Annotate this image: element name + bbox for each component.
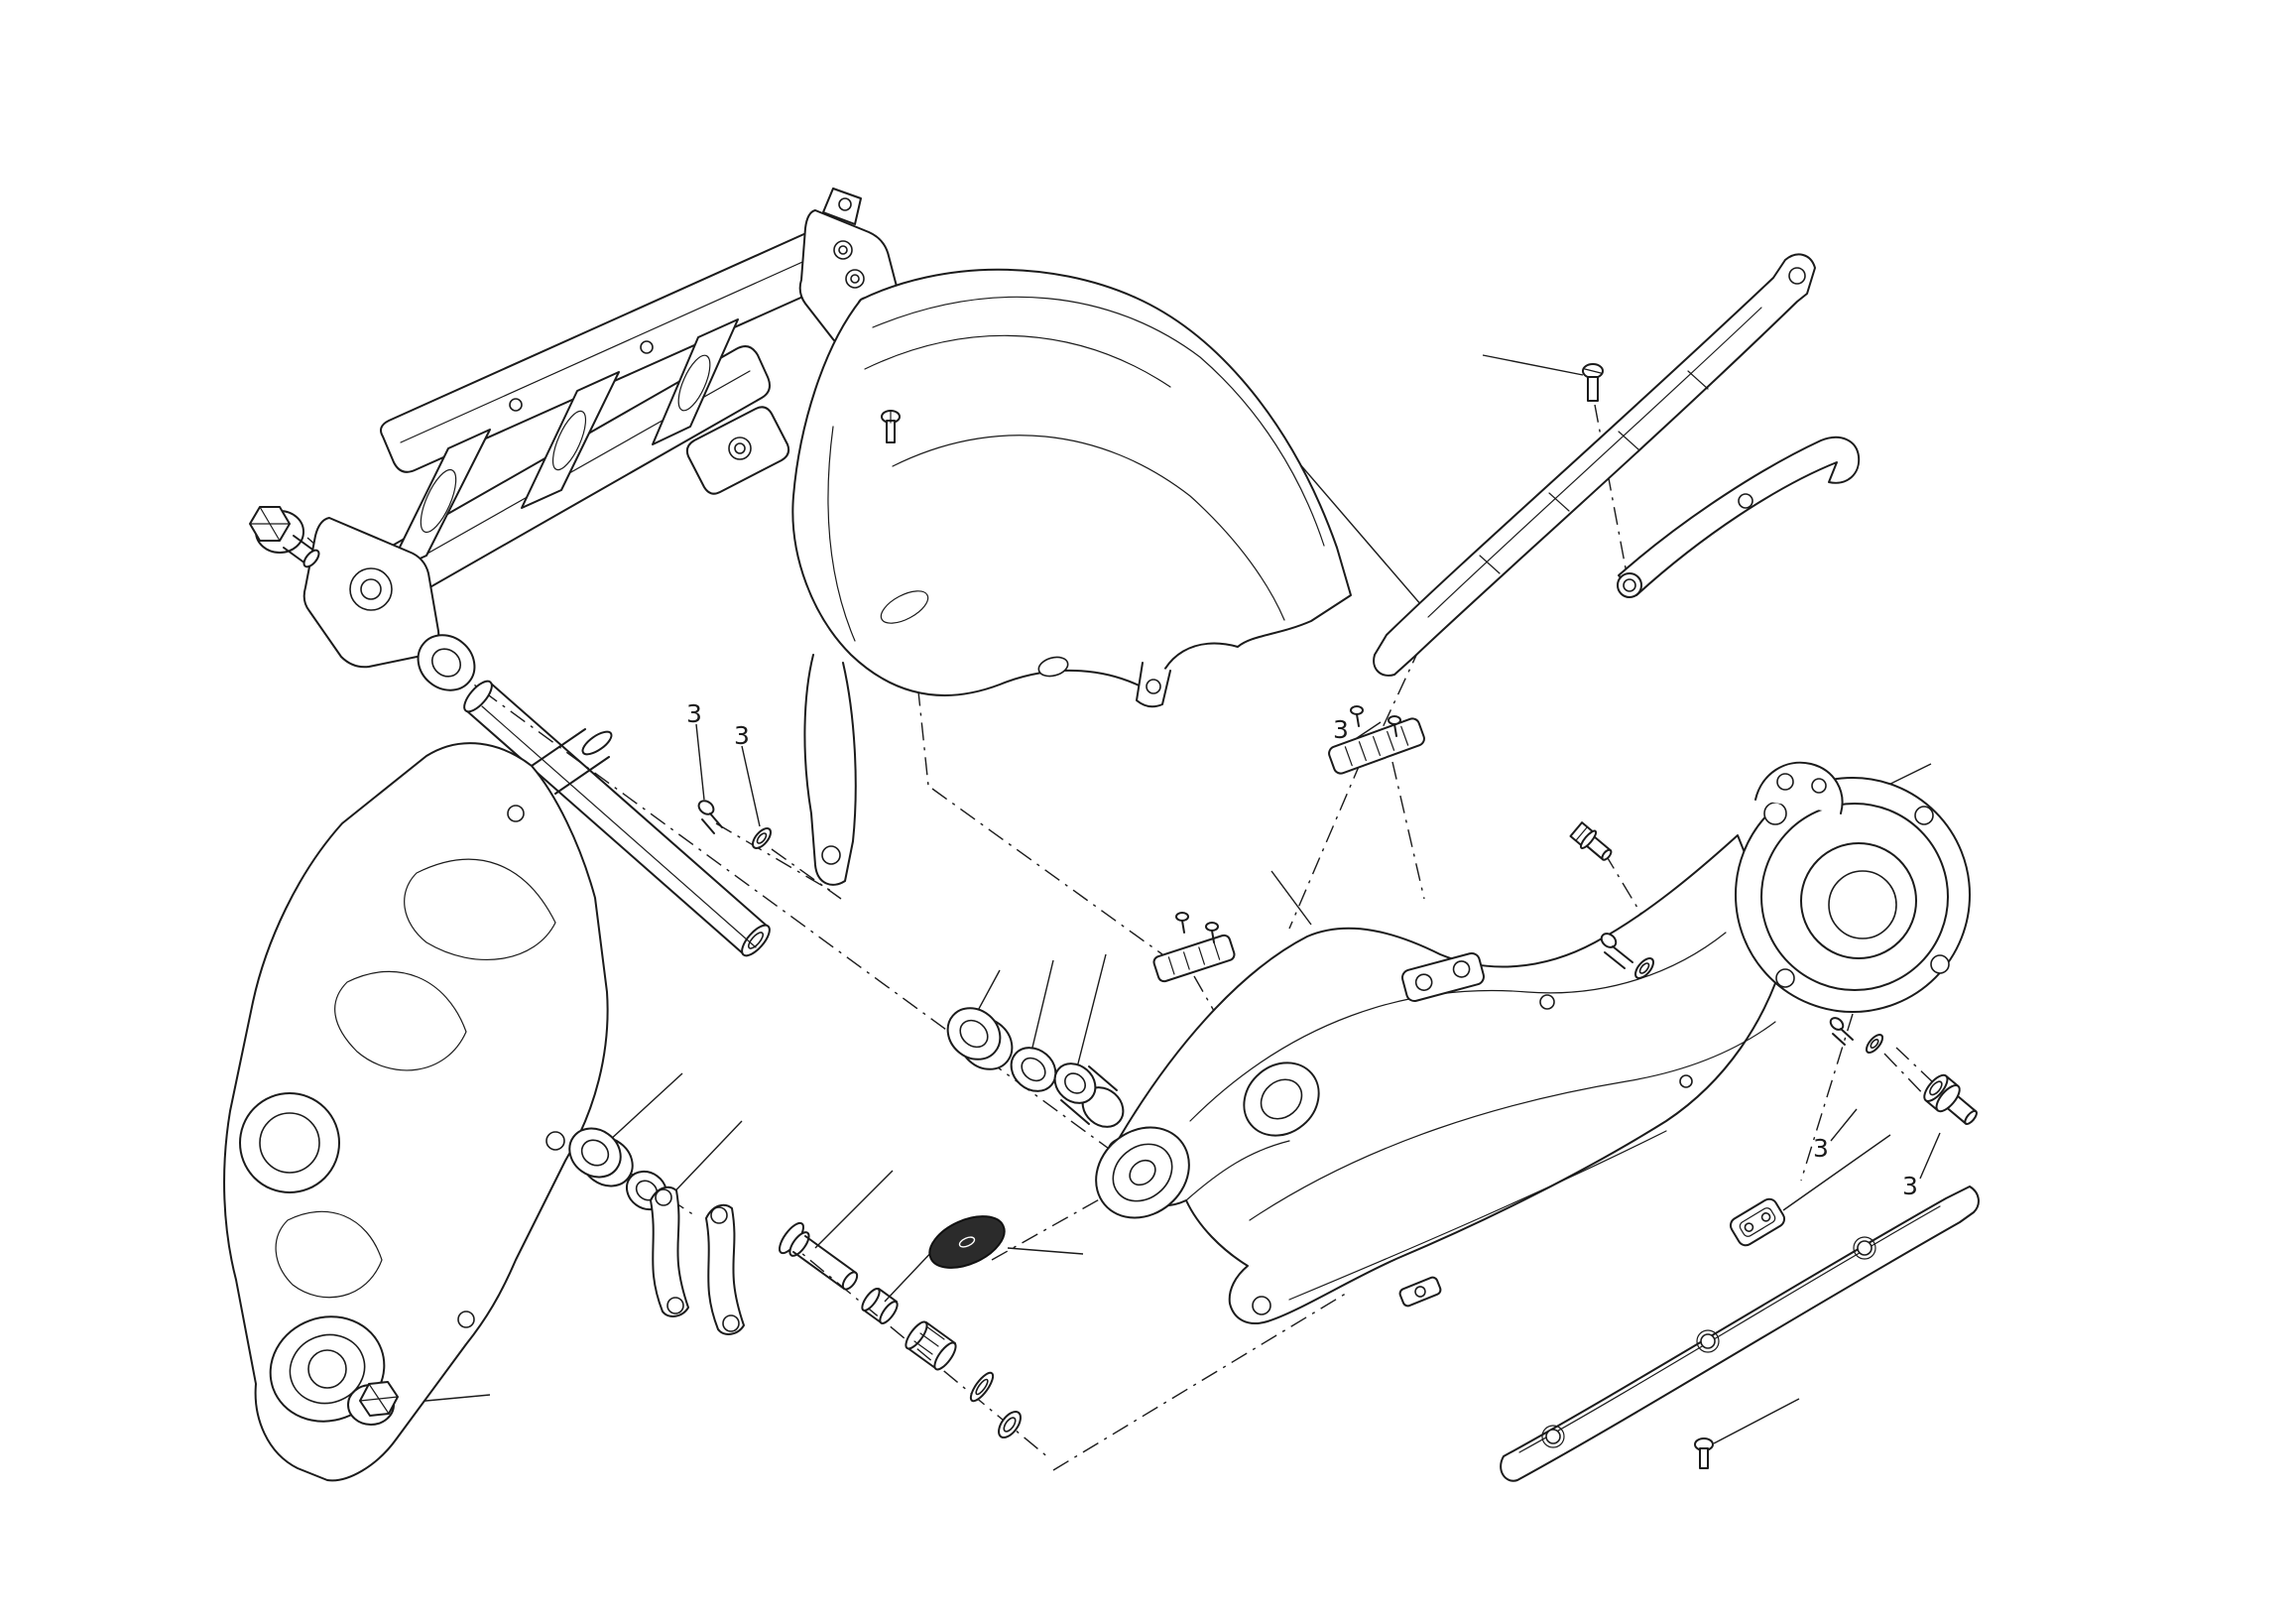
fender-screw: [881, 410, 901, 443]
chain-adjuster-plate: [1328, 705, 1425, 775]
slider-screw: [1694, 1437, 1714, 1469]
chain-guide-bracket: [1617, 436, 1861, 598]
front-frame-section: [302, 187, 903, 691]
linkage-bushings: [861, 1288, 1022, 1439]
chain-guide-upper: [1373, 253, 1816, 677]
flanged-hex-bolt-front: [249, 506, 320, 568]
leader-lines: [306, 354, 1941, 1471]
frame-side-plate: [223, 728, 613, 1482]
callout-2: 3: [734, 721, 750, 750]
linkage-arm-1: [650, 1186, 689, 1317]
slider-pad: [1729, 1197, 1786, 1247]
rear-fender: [791, 268, 1352, 886]
linkage-arm-2: [705, 1203, 745, 1335]
callout-4: 3: [1813, 1134, 1829, 1163]
pivot-bearing-set: [946, 1007, 1125, 1128]
shock-linkage-parts: [568, 1127, 1022, 1439]
chain-adjuster-plate-lower: [1152, 912, 1236, 983]
swingarm: [1095, 834, 1786, 1324]
swingarm-pivot-shaft: [463, 680, 771, 957]
right-side-bolts: [1569, 821, 1978, 1125]
linkage-pin: [778, 1221, 859, 1291]
rear-wheel-hub: [1735, 761, 1971, 1013]
callout-1: 3: [686, 699, 702, 728]
fender-bracket-screws: [697, 800, 772, 849]
callout-5: 3: [1902, 1172, 1918, 1200]
chain-guide-screw: [1582, 363, 1604, 402]
chain-slider-strip: [1500, 1186, 1980, 1482]
socket-head-bolt: [1923, 1073, 1978, 1125]
callout-labels: 3 3 3 3 3: [686, 699, 1918, 1200]
flanged-hex-bolt-lower: [347, 1381, 399, 1426]
callout-3: 3: [1333, 715, 1349, 744]
swingarm-protection-pad: [928, 1215, 1006, 1269]
